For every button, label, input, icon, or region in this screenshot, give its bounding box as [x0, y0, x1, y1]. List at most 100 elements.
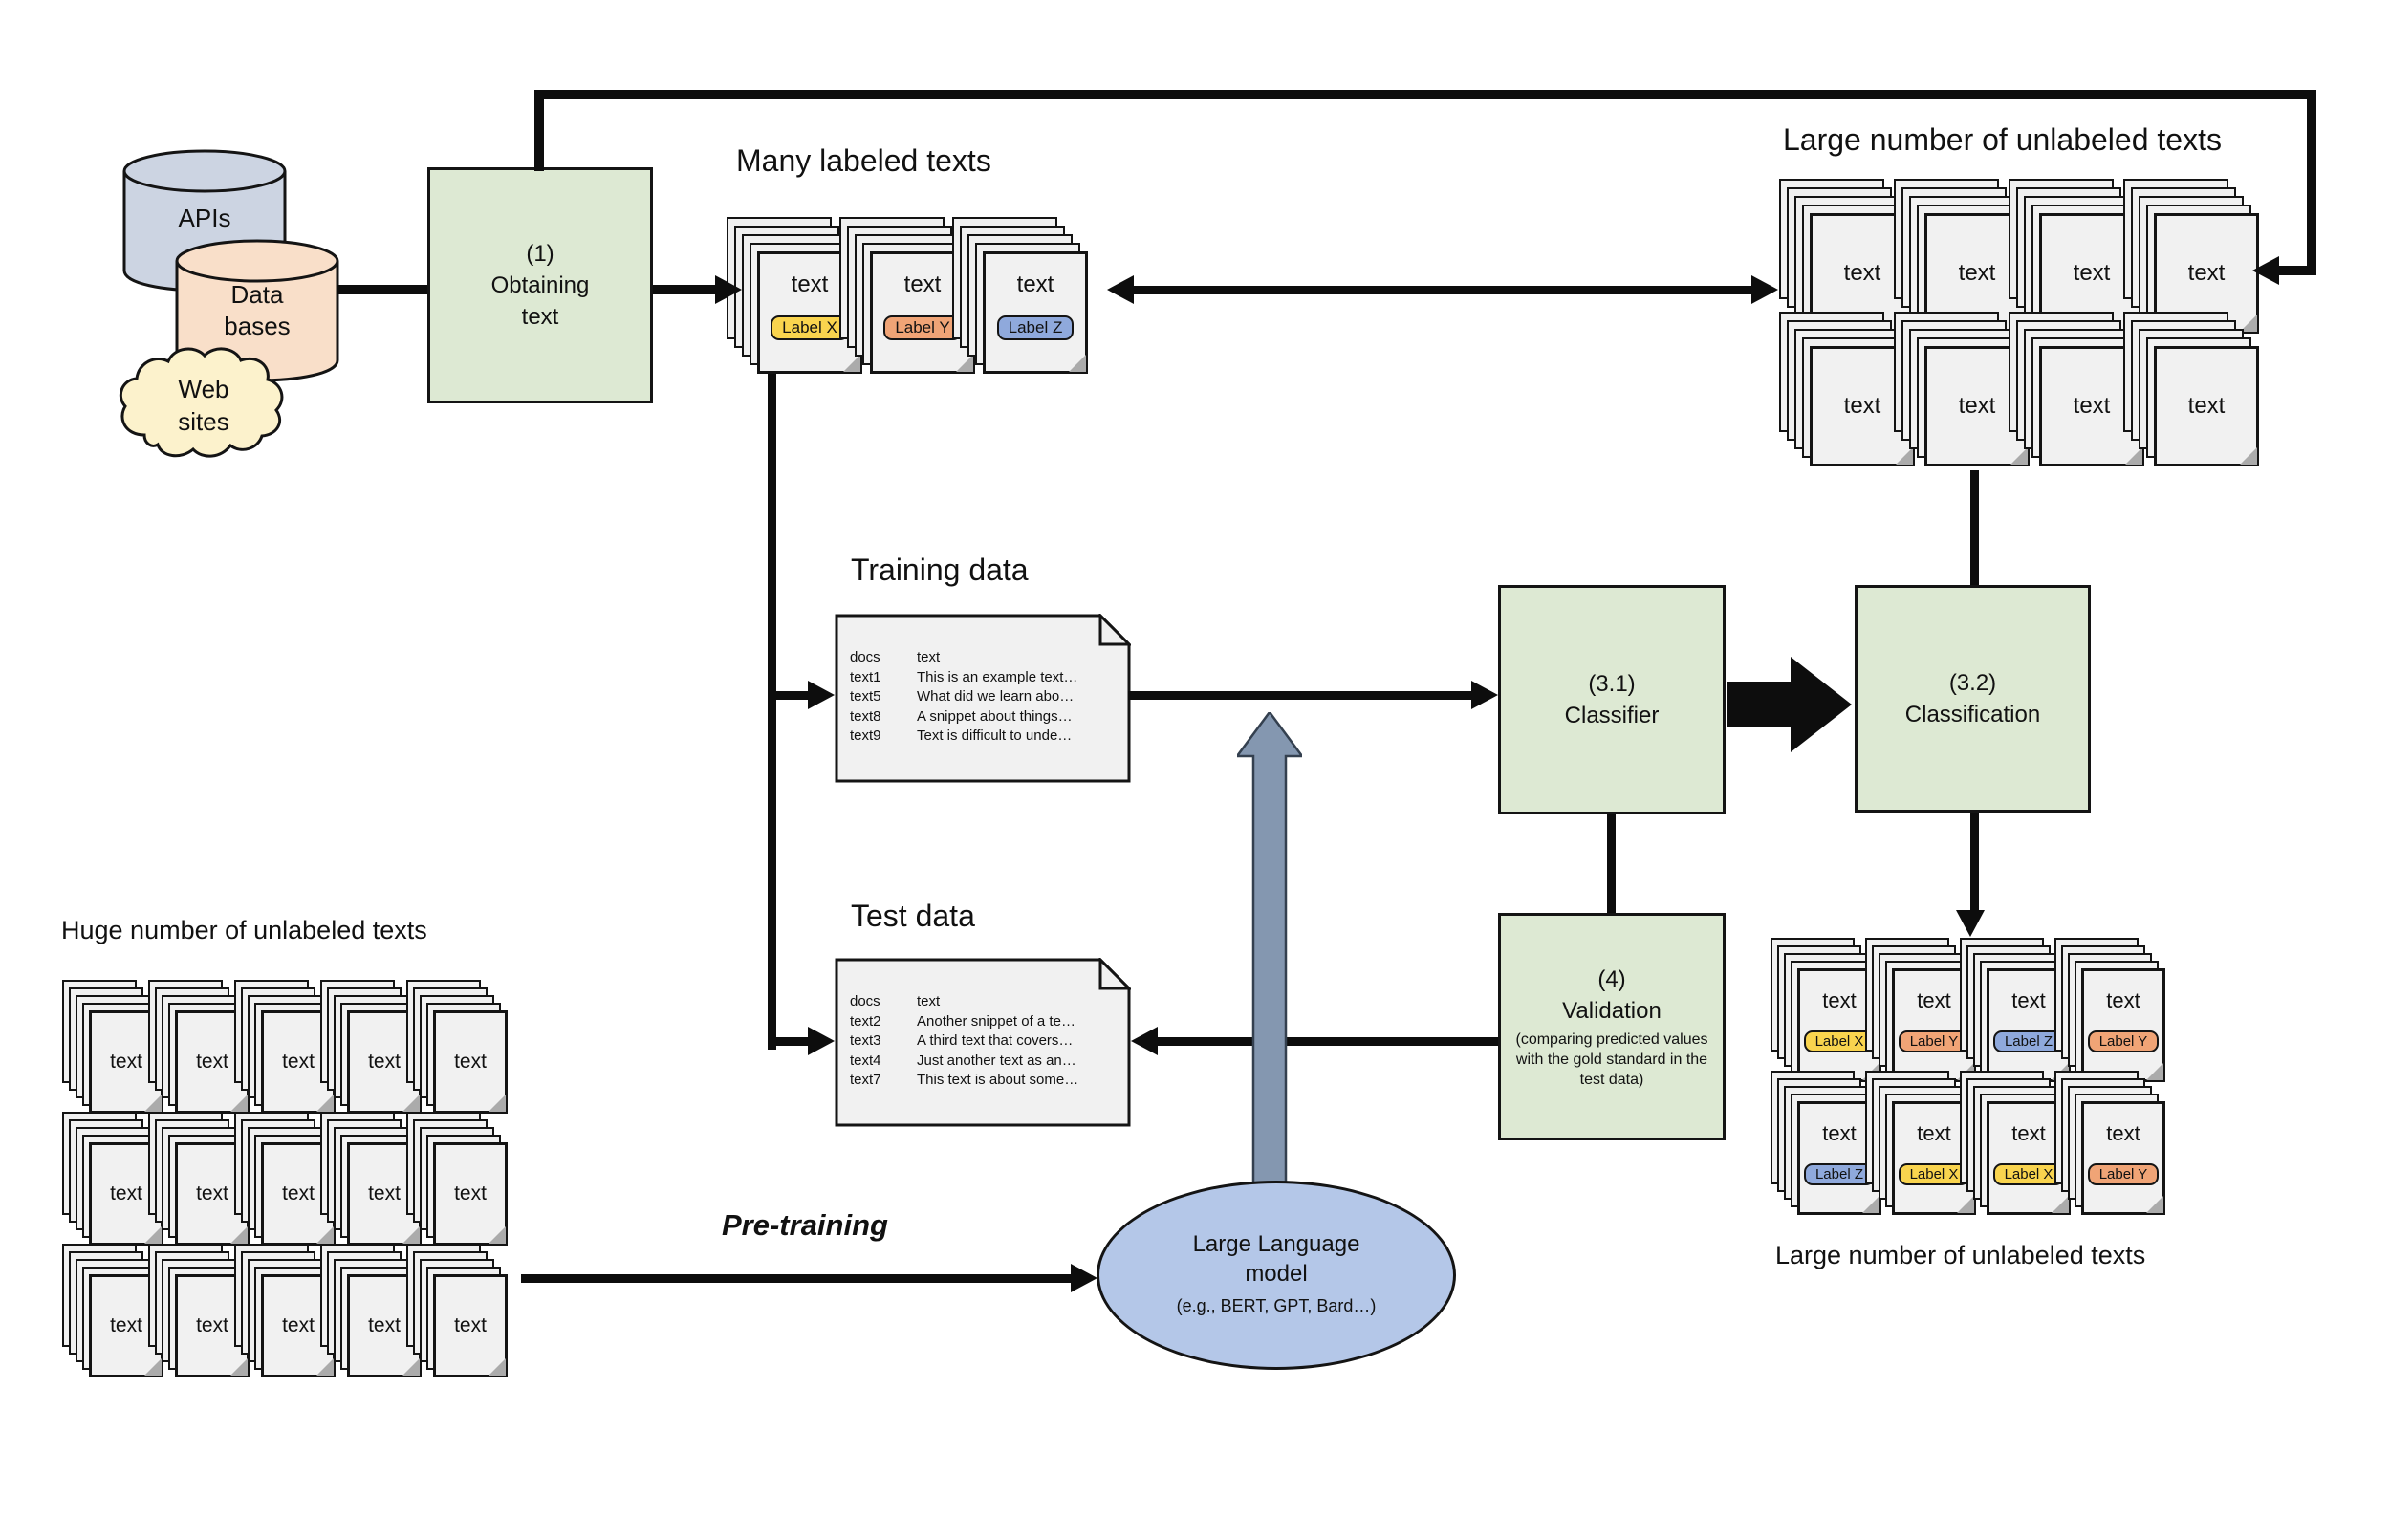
classification-number: (3.2)	[1948, 670, 1997, 696]
document-text: text	[1822, 988, 1857, 1012]
arrowhead-into-training	[808, 681, 835, 709]
heading-test-data: Test data	[851, 899, 975, 933]
page-fold-icon	[144, 1358, 162, 1376]
doc-text-cell: A snippet about things…	[917, 707, 1073, 725]
feedback-riser	[534, 90, 544, 171]
document-stack: text	[320, 980, 422, 1114]
page-fold-icon	[956, 355, 973, 372]
document-text: text	[2106, 988, 2140, 1012]
llm-note: (e.g., BERT, GPT, Bard…)	[1176, 1296, 1377, 1315]
classifier-to-classification-arrow	[1727, 657, 1852, 752]
document-text: text	[2106, 1121, 2140, 1145]
document-text: text	[454, 1182, 487, 1204]
apis-label: APIs	[122, 203, 287, 234]
document-text: text	[1958, 260, 1996, 286]
page-fold-icon	[402, 1226, 420, 1244]
feedback-line-top	[534, 90, 2316, 99]
document-text: text	[2011, 988, 2046, 1012]
document-text: text	[110, 1314, 142, 1336]
llm-line1: Large Language	[1192, 1231, 1360, 1257]
label-badge: Label Y	[1898, 1030, 1970, 1052]
document-stack: text	[406, 1112, 508, 1246]
pretraining-label: Pre-training	[722, 1208, 888, 1242]
doc-id-cell: text8	[850, 707, 881, 725]
steel-arrow-shape	[1237, 712, 1302, 1186]
doc-id-cell: text3	[850, 1032, 881, 1049]
doc-text-cell: Just another text as an…	[917, 1052, 1076, 1069]
classifier-label: Classifier	[1564, 703, 1660, 728]
page-fold-icon	[1862, 1196, 1879, 1213]
document-stack: text	[234, 1244, 336, 1377]
branch-to-training-line	[768, 691, 811, 700]
cylinder-top	[122, 149, 287, 193]
document-text: text	[368, 1051, 401, 1073]
page-fold-icon	[230, 1226, 248, 1244]
document-text: text	[196, 1182, 228, 1204]
doc-id-cell: text4	[850, 1052, 881, 1069]
validation-box: (4) Validation (comparing predicted valu…	[1498, 913, 1726, 1140]
page-fold-icon	[2240, 447, 2257, 465]
document: text	[433, 1010, 508, 1114]
document-text: text	[282, 1182, 315, 1204]
document-text: text	[2187, 260, 2226, 286]
document-text: text	[110, 1182, 142, 1204]
heading-many-labeled-texts: Many labeled texts	[736, 143, 991, 178]
classification-label: Classification	[1904, 702, 2041, 727]
classifier-box: (3.1) Classifier	[1498, 585, 1726, 814]
arrowhead-into-classifier	[1471, 681, 1498, 709]
page-fold-icon	[489, 1358, 506, 1376]
doc-corner-fold-icon	[1098, 956, 1133, 990]
page-fold-icon	[1069, 355, 1086, 372]
page-fold-icon	[2125, 447, 2142, 465]
page-fold-icon	[316, 1358, 334, 1376]
step1-label2: text	[521, 304, 559, 330]
document-text: text	[454, 1051, 487, 1073]
websites-line1: Web	[178, 375, 229, 403]
sources-to-step1-line	[337, 285, 427, 294]
page-fold-icon	[2010, 447, 2028, 465]
document-stack: text	[234, 980, 336, 1114]
pretraining-line	[521, 1274, 1071, 1283]
document-stack: text	[406, 980, 508, 1114]
training-doc-shape	[835, 612, 1133, 783]
page-fold-icon	[489, 1226, 506, 1244]
document-stack: text	[62, 1112, 163, 1246]
page-fold-icon	[2146, 1196, 2163, 1213]
document: text	[2154, 346, 2259, 466]
table-row: text4 Just another text as an…	[850, 1052, 1121, 1072]
label-badge: Label Y	[2087, 1163, 2160, 1185]
heading-training-data: Training data	[851, 553, 1029, 587]
cylinder-top	[175, 239, 339, 283]
classification-box: (3.2) Classification	[1855, 585, 2091, 813]
llm-line2: model	[1245, 1261, 1308, 1287]
heading-huge-unlabeled: Huge number of unlabeled texts	[61, 916, 427, 944]
databases-line2: bases	[224, 312, 291, 340]
doc-outline	[835, 614, 1131, 783]
feedback-into-grid	[2279, 266, 2316, 275]
classifier-to-validation-line	[1607, 814, 1616, 913]
databases-line1: Data	[230, 280, 284, 309]
document-text: text	[282, 1051, 315, 1073]
labeled-down-line	[768, 374, 776, 1050]
llm-to-classifier-arrow	[1237, 712, 1302, 1186]
document-text: text	[368, 1314, 401, 1336]
document-text: text	[1843, 393, 1881, 419]
document-text: text	[2073, 260, 2111, 286]
test-doc-shape	[835, 956, 1133, 1127]
document-stack: text	[148, 980, 250, 1114]
document-text: text	[110, 1051, 142, 1073]
